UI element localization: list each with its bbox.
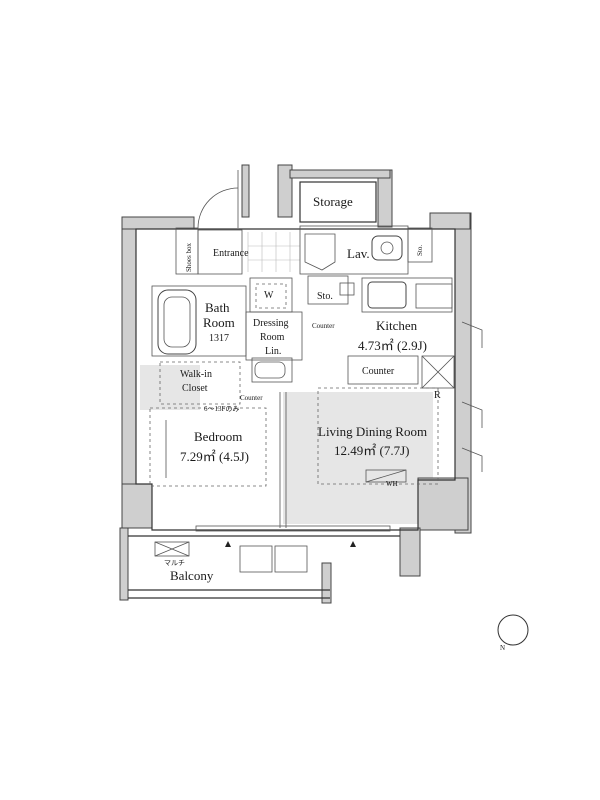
label-lav: Lav. (347, 246, 370, 261)
label-kitchen: Kitchen (376, 318, 418, 333)
label-walk-in: Walk-in (180, 369, 212, 380)
label-r: R (434, 390, 441, 401)
label-bath-size: 1317 (209, 333, 229, 344)
label-shoes-box: Shoes box (185, 243, 193, 272)
compass-needle-icon (506, 618, 520, 646)
interior-lines (128, 170, 483, 599)
label-bedroom-size: 7.29㎡ (4.5J) (180, 449, 249, 464)
compass-north-label: N (500, 644, 505, 652)
label-bedroom: Bedroom (194, 429, 242, 444)
label-counter-bed: Counter (240, 394, 263, 402)
label-entrance: Entrance (213, 248, 249, 259)
label-floor-note: 6～13Fのみ (204, 405, 239, 413)
label-dressing: Dressing (253, 318, 289, 329)
label-sto-top: Sto. (416, 245, 424, 256)
label-kitchen-size: 4.73㎡ (2.9J) (358, 338, 427, 353)
label-dressing-lin: Lin. (265, 346, 281, 357)
label-counter-upper: Counter (312, 322, 335, 330)
label-closet: Closet (182, 383, 208, 394)
label-wh: WH (386, 480, 398, 488)
label-bath-room: Room (203, 315, 235, 330)
label-w: W (264, 290, 274, 301)
label-dressing-room: Room (260, 332, 285, 343)
label-storage: Storage (313, 194, 353, 209)
label-multi: マルチ (164, 559, 185, 567)
room-labels: Storage Shoes box Entrance Lav. Sto. W S… (164, 194, 441, 583)
floor-shading (140, 365, 433, 524)
label-bath: Bath (205, 300, 230, 315)
label-counter-kitchen: Counter (362, 366, 395, 377)
compass: N (497, 614, 529, 652)
compass-ring (497, 614, 529, 646)
walls (119, 164, 472, 604)
label-balcony: Balcony (170, 568, 214, 583)
label-sto: Sto. (317, 291, 333, 302)
label-living: Living Dining Room (318, 424, 427, 439)
label-living-size: 12.49㎡ (7.7J) (334, 443, 409, 458)
